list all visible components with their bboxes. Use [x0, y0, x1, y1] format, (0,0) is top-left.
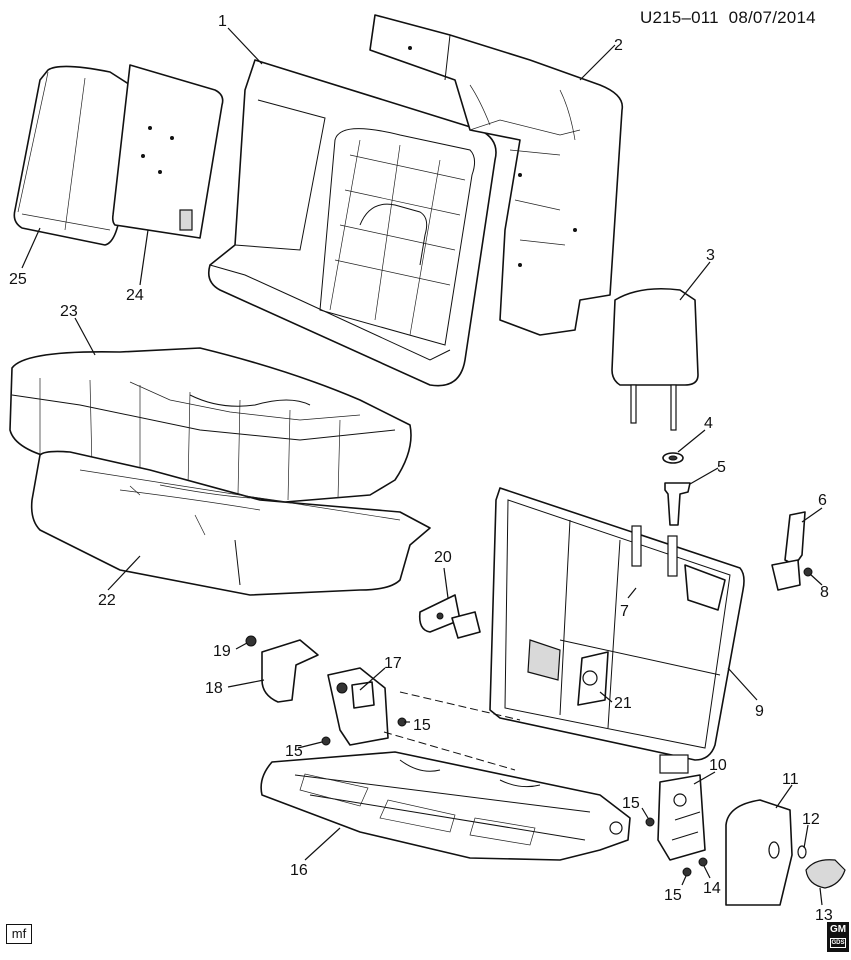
callout-15b: 15: [285, 743, 303, 760]
callout-16: 16: [290, 862, 308, 879]
part-18-trim-cover: [261, 639, 319, 703]
callout-11: 11: [782, 771, 799, 788]
part-13-handle: [805, 859, 846, 889]
part-10-recliner: [657, 774, 706, 861]
part-15-bolt-d: [682, 867, 692, 877]
gm-logo-text: GM: [829, 924, 847, 935]
callout-22: 22: [98, 592, 116, 609]
gm-logo-sub: GDS: [830, 938, 846, 948]
callout-4: 4: [704, 415, 713, 432]
part-6-latch-handle: [771, 511, 806, 591]
callout-23: 23: [60, 303, 78, 320]
part-1-seat-back-cover: [207, 59, 497, 387]
callout-15c: 15: [622, 795, 640, 812]
part-9-seat-back-frame: [489, 487, 745, 774]
callout-13: 13: [815, 907, 833, 924]
diagram-header: U215–011 08/07/2014: [640, 8, 816, 28]
callout-18: 18: [205, 680, 223, 697]
part-21-recliner-cover: [577, 651, 609, 706]
part-19-bolt: [245, 635, 257, 647]
callout-21: 21: [614, 695, 632, 712]
part-22-seat-cushion-pad: [30, 450, 431, 596]
callout-17: 17: [384, 655, 402, 672]
gm-logo: GM GDS: [827, 922, 849, 952]
callout-1: 1: [218, 13, 227, 30]
callout-15d: 15: [664, 887, 682, 904]
callout-labels: 1 2 3 4 5 6 7 8 9 10 11 12 13 14 15 15 1…: [9, 13, 833, 924]
callout-9: 9: [755, 703, 764, 720]
part-5-guide: [664, 482, 691, 526]
callout-5: 5: [717, 459, 726, 476]
part-17-hinge-bracket: [327, 667, 521, 771]
callout-25: 25: [9, 271, 27, 288]
callout-24: 24: [126, 287, 144, 304]
diagram-date: 08/07/2014: [728, 8, 816, 27]
callout-10: 10: [709, 757, 727, 774]
part-24-seat-back-panel: [111, 64, 224, 239]
callout-6: 6: [818, 492, 827, 509]
part-15-bolt-b: [321, 736, 331, 746]
callout-20: 20: [434, 549, 452, 566]
callout-15a: 15: [413, 717, 431, 734]
diagram-code: U215–011: [640, 8, 719, 27]
callout-12: 12: [802, 811, 820, 828]
part-16-seat-cushion-frame: [260, 751, 631, 861]
callout-7: 7: [620, 603, 629, 620]
leader-lines: [21, 27, 823, 906]
callout-3: 3: [706, 247, 715, 264]
part-14-pin: [698, 857, 708, 867]
callout-8: 8: [820, 584, 829, 601]
part-3-head-restraint: [611, 287, 699, 431]
part-20-bracket: [418, 594, 481, 639]
artist-initials-box: mf: [6, 924, 32, 944]
part-4-washer: [662, 452, 684, 464]
part-11-recliner-cover: [725, 799, 793, 906]
callout-14: 14: [703, 880, 721, 897]
part-15-bolt-c: [645, 817, 655, 827]
callout-2: 2: [614, 37, 623, 54]
callout-19: 19: [213, 643, 231, 660]
part-2-seat-back-rear-panel: [369, 14, 624, 336]
part-12-bushing: [797, 845, 807, 859]
